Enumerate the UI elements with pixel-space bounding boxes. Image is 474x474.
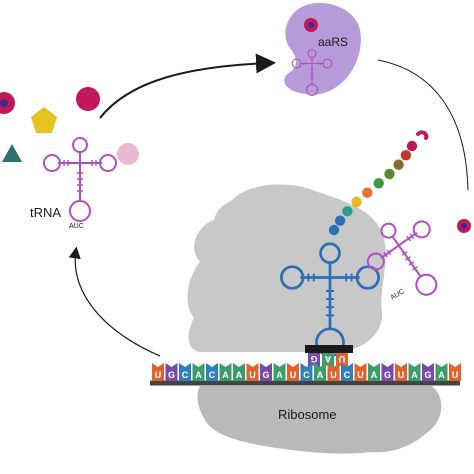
svg-text:U: U: [339, 354, 346, 364]
mrna-nucleotide: C: [300, 363, 313, 381]
mrna-nucleotide: U: [449, 363, 461, 381]
peptide-amino-acid: [406, 140, 418, 152]
trna-label: tRNA: [30, 205, 61, 220]
ribosome-label: Ribosome: [278, 407, 337, 422]
anticodon-block: [305, 345, 353, 353]
svg-text:A: A: [317, 370, 324, 380]
svg-text:U: U: [452, 370, 459, 380]
svg-text:G: G: [310, 354, 317, 364]
svg-text:A: A: [324, 354, 331, 364]
peptide-amino-acid: [373, 178, 384, 189]
nascent-peptide-chain: [328, 140, 418, 236]
ribosome-small-subunit: [197, 386, 442, 454]
amino-acid-magenta-circle: [76, 87, 100, 111]
amino-acid-marker-dot: [0, 99, 8, 107]
svg-text:G: G: [168, 370, 175, 380]
svg-text:G: G: [384, 370, 391, 380]
aars-label: aaRS: [318, 35, 348, 49]
mrna-nucleotide: U: [152, 363, 164, 381]
mrna-nucleotide: A: [192, 363, 205, 381]
svg-text:U: U: [155, 370, 162, 380]
svg-text:U: U: [398, 370, 405, 380]
aars-body: [284, 2, 361, 95]
svg-text:A: A: [195, 370, 202, 380]
amino-acid-yellow-pentagon: [31, 107, 57, 133]
svg-text:A: A: [438, 370, 445, 380]
mrna-nucleotide: U: [354, 363, 367, 381]
mrna-nucleotide: U: [327, 363, 340, 381]
mrna-nucleotide: U: [287, 363, 299, 381]
aars-amino-acid-marker: [308, 22, 314, 28]
mrna-nucleotide: U: [395, 363, 407, 381]
peptide-amino-acid: [334, 215, 346, 226]
anticodon-label-left: AUC: [69, 223, 84, 230]
mrna-nucleotide: C: [179, 363, 191, 381]
cycle-arrow-to-trna: [68, 246, 161, 357]
cycle-arrow-aars-to-ribosome: [377, 59, 469, 191]
peptide-amino-acid: [351, 196, 362, 208]
mrna-nucleotide: A: [219, 363, 232, 381]
mrna-nucleotide: A: [273, 363, 286, 381]
peptide-amino-acid: [400, 150, 412, 161]
mrna-nucleotide: G: [381, 363, 394, 381]
svg-text:A: A: [276, 370, 283, 380]
svg-text:U: U: [249, 370, 256, 380]
mrna-nucleotide: A: [408, 363, 421, 381]
peptide-amino-acid: [342, 206, 353, 217]
svg-text:U: U: [330, 370, 337, 380]
mrna-nucleotide: C: [341, 363, 353, 381]
svg-text:A: A: [371, 370, 378, 380]
mrna-nucleotide: U: [246, 363, 259, 381]
svg-text:A: A: [411, 370, 418, 380]
mrna-nucleotide: A: [233, 363, 245, 381]
svg-text:G: G: [424, 370, 431, 380]
mrna-nucleotide: C: [206, 363, 218, 381]
svg-text:A: A: [236, 370, 243, 380]
aars-enzyme: aaRS: [284, 2, 361, 96]
svg-text:C: C: [209, 370, 216, 380]
amino-acid-pink-circle: [117, 143, 139, 165]
amino-acid-teal-triangle: [2, 144, 22, 162]
svg-text:U: U: [357, 370, 364, 380]
incoming-amino-acid-marker: [461, 223, 467, 229]
anticodon-label-right: AUC: [390, 288, 406, 301]
mrna-nucleotide: G: [260, 363, 272, 381]
mrna-nucleotide: G: [165, 363, 178, 381]
mrna-nucleotide: G: [422, 363, 434, 381]
svg-text:C: C: [182, 370, 189, 380]
mrna-nucleotide: A: [435, 363, 448, 381]
peptide-amino-acid: [393, 159, 404, 170]
svg-text:C: C: [303, 370, 310, 380]
peptide-amino-acid: [328, 224, 340, 236]
peptide-amino-acid: [384, 168, 395, 180]
peptide-tip: [416, 130, 429, 140]
cycle-arrow-to-aars: [99, 53, 276, 119]
svg-text:G: G: [262, 370, 269, 380]
mrna-nucleotide: A: [314, 363, 326, 381]
free-amino-acids: [0, 87, 139, 165]
svg-text:U: U: [290, 370, 297, 380]
svg-text:A: A: [222, 370, 229, 380]
ribosome: Ribosome: [187, 184, 442, 454]
svg-text:C: C: [344, 370, 351, 380]
mrna-nucleotide: A: [368, 363, 380, 381]
peptide-amino-acid: [362, 187, 373, 198]
